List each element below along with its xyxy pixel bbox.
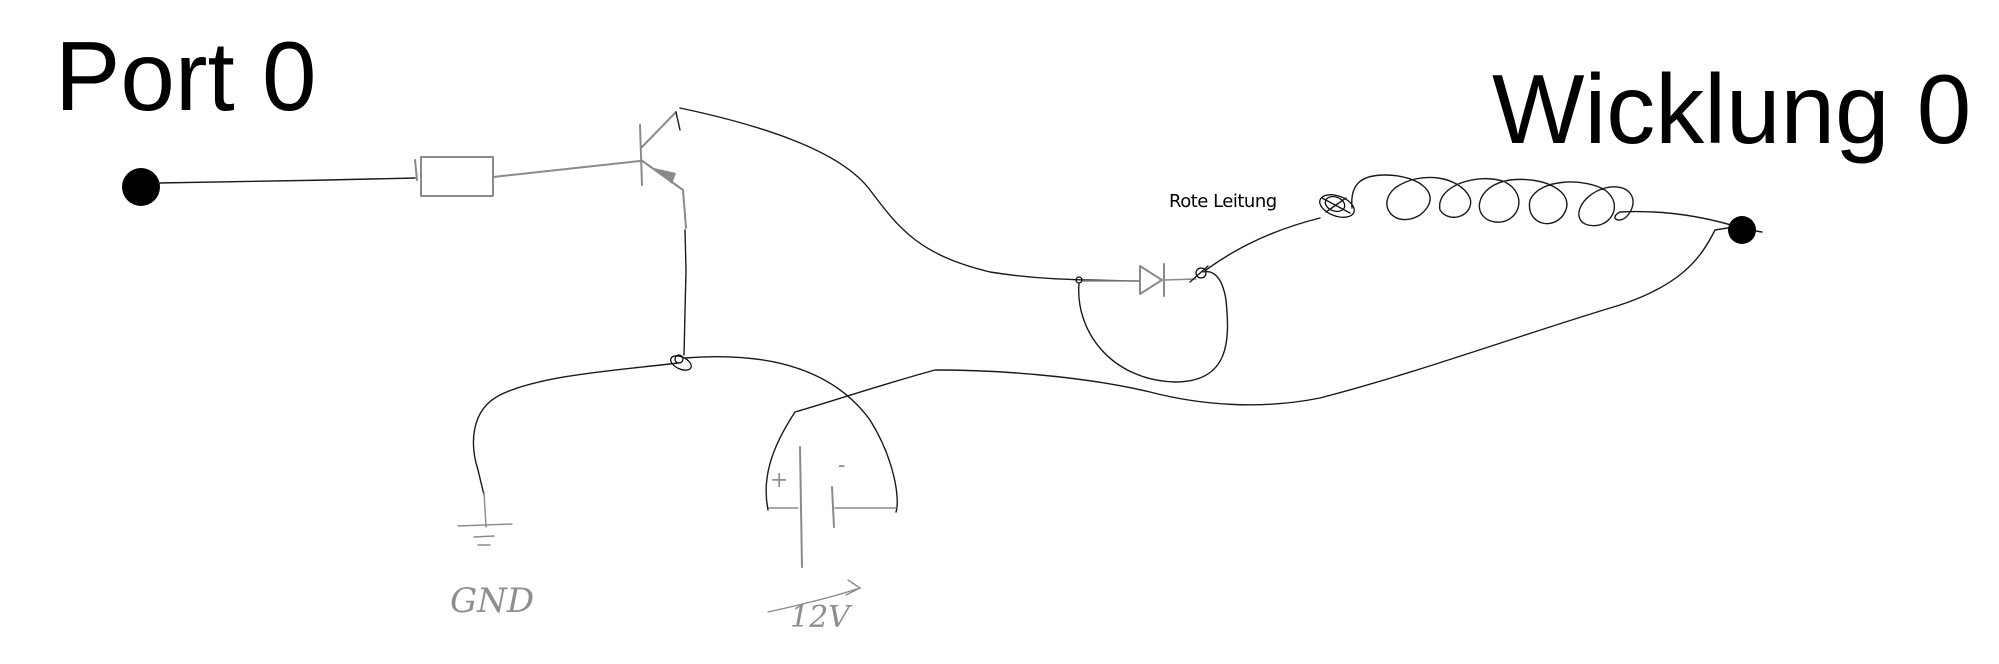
battery-plus-label: + <box>770 468 788 493</box>
wicklung-0-label: Wicklung 0 <box>1492 54 1971 164</box>
transistor <box>639 111 687 229</box>
ground-symbol <box>457 491 513 546</box>
port-0-label: Port 0 <box>55 21 316 131</box>
diode-junction-right <box>1189 265 1209 283</box>
port-wire <box>157 177 416 184</box>
winding-terminal <box>1728 216 1756 244</box>
battery-minus-wire <box>684 355 898 513</box>
coil-start-junction <box>1319 194 1355 218</box>
ground-wire <box>472 362 679 496</box>
rote-leitung-label: Rote Leitung <box>1169 191 1277 212</box>
gnd-label: GND <box>450 581 534 621</box>
port-0-terminal <box>122 168 160 206</box>
collector-wire <box>675 107 1141 282</box>
battery-minus-label: - <box>838 453 845 478</box>
flyback-loop-wire <box>1078 270 1229 383</box>
supply-voltage-label: 12V <box>790 600 853 635</box>
supply-wire <box>765 225 1741 511</box>
resistor <box>414 156 641 197</box>
battery-symbol <box>767 446 897 613</box>
emitter-wire <box>683 229 687 356</box>
diode <box>1082 263 1197 297</box>
red-wire <box>1205 217 1321 271</box>
winding-coil <box>1351 174 1742 229</box>
ground-junction <box>670 354 692 371</box>
